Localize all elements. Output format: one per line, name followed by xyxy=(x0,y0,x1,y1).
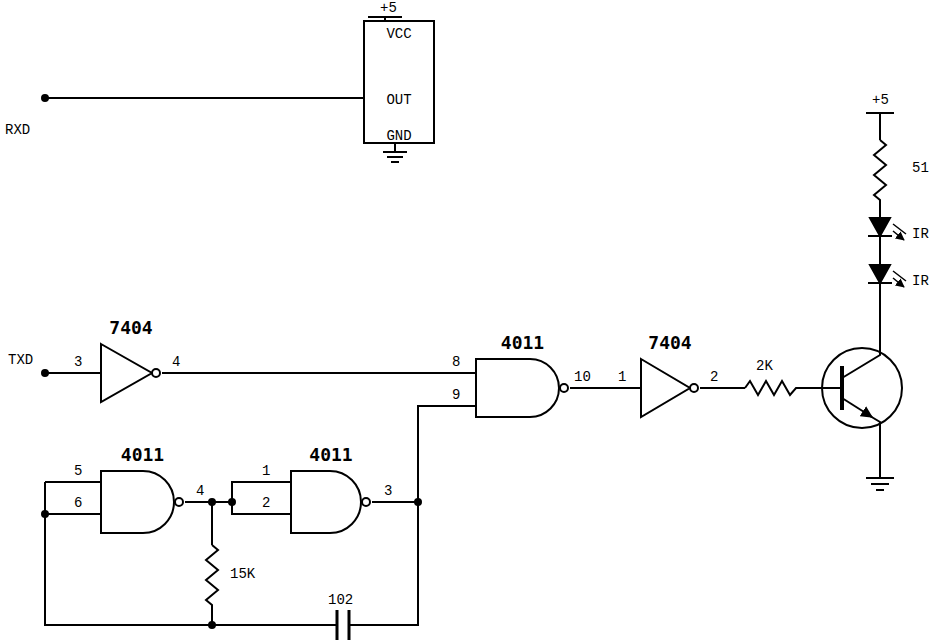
capacitor-symbol xyxy=(337,610,349,640)
ground-symbol xyxy=(866,478,894,490)
pin-number: 3 xyxy=(74,354,82,370)
inverter-gate: 7404 xyxy=(640,332,700,418)
gate-symbol xyxy=(100,343,162,403)
base-wire xyxy=(800,387,842,389)
pin-number: 4 xyxy=(196,483,204,499)
signal-name: RXD xyxy=(5,122,30,138)
terminal-dot xyxy=(42,95,48,101)
pin-number: 1 xyxy=(262,463,270,479)
led-symbol xyxy=(870,218,890,236)
chip-number: 7404 xyxy=(620,332,720,353)
inversion-bubble xyxy=(175,498,183,506)
nand-gate: 4011 xyxy=(290,444,372,534)
transistor-base xyxy=(840,366,844,410)
pin-number: 4 xyxy=(172,354,180,370)
feedback-wire xyxy=(349,502,418,625)
pin-name: GND xyxy=(365,128,433,144)
supply-label: +5 xyxy=(872,92,889,108)
resistor-symbol xyxy=(206,545,218,625)
gate-symbol xyxy=(290,470,372,534)
chip-number: 7404 xyxy=(80,317,182,338)
emission-arrow xyxy=(893,271,906,287)
inversion-bubble xyxy=(560,384,568,392)
led-bar xyxy=(868,282,892,284)
gate-symbol xyxy=(475,358,570,418)
resistor-value: 2K xyxy=(756,358,773,374)
gate-body xyxy=(101,471,174,533)
collector-wire xyxy=(842,283,880,378)
gate-body xyxy=(641,359,690,417)
inverter-gate: 7404 xyxy=(100,317,162,403)
signal-wire xyxy=(372,406,475,502)
chip-number: 4011 xyxy=(80,444,205,465)
pin-number: 3 xyxy=(384,483,392,499)
pin-number: 6 xyxy=(74,495,82,511)
nand-gate: 4011 xyxy=(475,332,570,418)
chip-number: 4011 xyxy=(270,444,392,465)
wire xyxy=(700,387,745,389)
pin-number: 10 xyxy=(574,369,591,385)
emission-arrow xyxy=(893,224,906,240)
gate-body xyxy=(291,471,361,533)
signal-wire xyxy=(570,387,640,389)
led-symbol xyxy=(870,265,890,283)
gate-symbol xyxy=(640,358,700,418)
signal-name: TXD xyxy=(8,352,33,368)
led-bar xyxy=(868,236,892,265)
led-label: IR xyxy=(912,226,929,242)
emitter-wire xyxy=(870,416,880,478)
inversion-bubble xyxy=(362,498,370,506)
txd-wire xyxy=(45,372,100,374)
pin-name: VCC xyxy=(365,26,433,42)
capacitor-value: 102 xyxy=(328,592,353,608)
resistor-symbol xyxy=(874,140,886,218)
supply-label: +5 xyxy=(380,0,397,16)
resistor-value: 15K xyxy=(230,566,255,582)
led-label: IR xyxy=(912,273,929,289)
nand-gate: 4011 xyxy=(100,444,185,534)
supply-wire xyxy=(866,113,894,140)
gate-body xyxy=(101,344,152,402)
gate-body xyxy=(476,359,559,417)
emitter-arrow xyxy=(842,398,872,417)
gate-symbol xyxy=(100,470,185,534)
pin-name: OUT xyxy=(365,92,433,108)
ir-receiver-module: VCC OUT GND xyxy=(363,20,435,144)
pin-number: 5 xyxy=(74,463,82,479)
resistor-value: 51 xyxy=(912,160,929,176)
pin-number: 8 xyxy=(452,354,460,370)
ground-symbol xyxy=(383,144,407,162)
terminal-dot xyxy=(42,370,48,376)
chip-number: 4011 xyxy=(455,332,590,353)
signal-wire xyxy=(162,372,475,374)
wire xyxy=(211,502,213,545)
inversion-bubble xyxy=(690,384,698,392)
wire xyxy=(232,502,290,514)
rxd-wire xyxy=(45,97,363,99)
resistor-symbol xyxy=(745,381,800,395)
pin-number: 9 xyxy=(452,387,460,403)
pin-number: 2 xyxy=(262,495,270,511)
pin-number: 2 xyxy=(710,369,718,385)
signal-wire xyxy=(185,482,290,502)
junction-dot xyxy=(209,622,215,628)
junction-dot xyxy=(42,511,48,517)
inversion-bubble xyxy=(152,369,160,377)
pin-number: 1 xyxy=(618,369,626,385)
